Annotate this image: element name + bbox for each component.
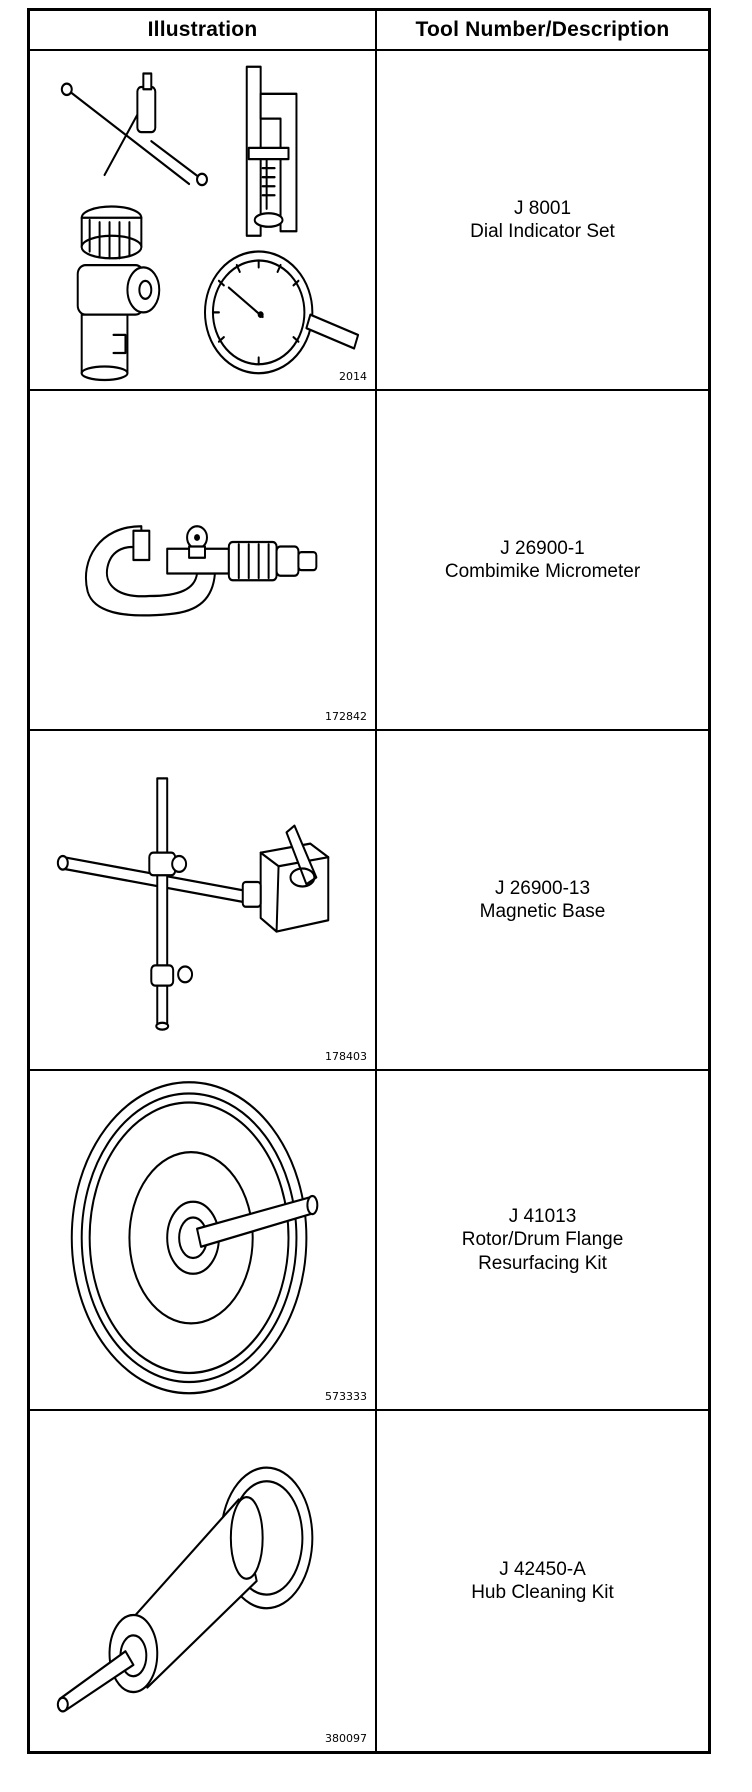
illustration-cell: 2014: [30, 51, 377, 391]
tool-number: J 26900-13: [494, 877, 591, 899]
tool-number: J 8001: [513, 197, 572, 219]
tool-description-line: Rotor/Drum Flange: [461, 1229, 624, 1251]
tool-number: J 42450-A: [499, 1558, 586, 1580]
dial-indicator-set-icon: [60, 65, 360, 382]
tool-description-cell: J 26900-13 Magnetic Base: [377, 731, 708, 1071]
column-header-illustration: Illustration: [30, 11, 377, 51]
tool-number: J 41013: [508, 1206, 577, 1228]
figure-number: 172842: [325, 710, 367, 723]
figure-number: 178403: [325, 1050, 367, 1063]
magnetic-base-icon: [56, 777, 330, 1031]
tool-description-cell: J 8001 Dial Indicator Set: [377, 51, 708, 391]
rotor-drum-flange-icon: [70, 1081, 319, 1395]
tool-description-line: Magnetic Base: [479, 901, 606, 922]
tool-description-cell: J 26900-1 Combimike Micrometer: [377, 391, 708, 731]
figure-number: 2014: [339, 370, 367, 383]
figure-number: 573333: [325, 1390, 367, 1403]
illustration-cell: 573333: [30, 1071, 377, 1411]
tool-description-line: Dial Indicator Set: [470, 221, 615, 242]
tool-description-line: Hub Cleaning Kit: [471, 1582, 614, 1603]
column-header-tool-description: Tool Number/Description: [377, 11, 708, 51]
tool-number: J 26900-1: [500, 537, 585, 559]
hub-cleaning-kit-icon: [56, 1466, 314, 1713]
figure-number: 380097: [325, 1732, 367, 1745]
illustration-cell: 172842: [30, 391, 377, 731]
tool-description-line: Combimike Micrometer: [444, 561, 641, 582]
tool-description-line: Resurfacing Kit: [478, 1252, 607, 1274]
micrometer-icon: [85, 525, 318, 617]
tool-description-cell: J 42450-A Hub Cleaning Kit: [377, 1411, 708, 1751]
illustration-cell: 380097: [30, 1411, 377, 1751]
special-tools-table: Illustration Tool Number/Description: [27, 8, 711, 1754]
illustration-cell: 178403: [30, 731, 377, 1071]
tool-description-cell: J 41013 Rotor/Drum Flange Resurfacing Ki…: [377, 1071, 708, 1411]
